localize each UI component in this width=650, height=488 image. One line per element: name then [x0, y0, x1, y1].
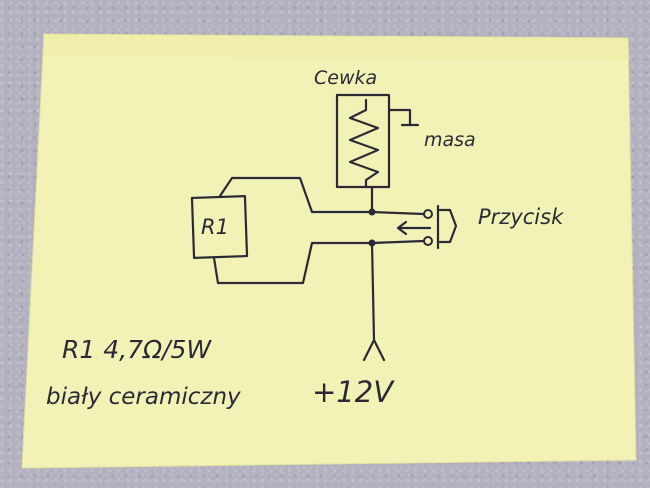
button-label: Przycisk: [478, 205, 564, 229]
switch-contact-lower: [423, 236, 433, 246]
supply-connector: [362, 338, 386, 362]
ground-symbol: [387, 108, 420, 127]
spec-line-1: R1 4,7Ω/5W: [62, 335, 212, 364]
switch-contact-upper: [423, 209, 433, 219]
coil-winding: [348, 98, 380, 189]
junction-dot-upper: [368, 208, 376, 216]
spec-line-2: biały ceramiczny: [46, 384, 241, 410]
coil-label: Cewka: [314, 67, 377, 89]
junction-dot-lower: [368, 239, 376, 247]
resistor-label: R1: [201, 215, 229, 239]
ground-label: masa: [424, 129, 476, 151]
resistor-symbol: [190, 194, 249, 259]
supply-label: +12V: [312, 375, 395, 409]
sticky-note: [21, 33, 637, 469]
push-button-symbol: [436, 204, 458, 250]
coil-symbol: [335, 93, 391, 189]
